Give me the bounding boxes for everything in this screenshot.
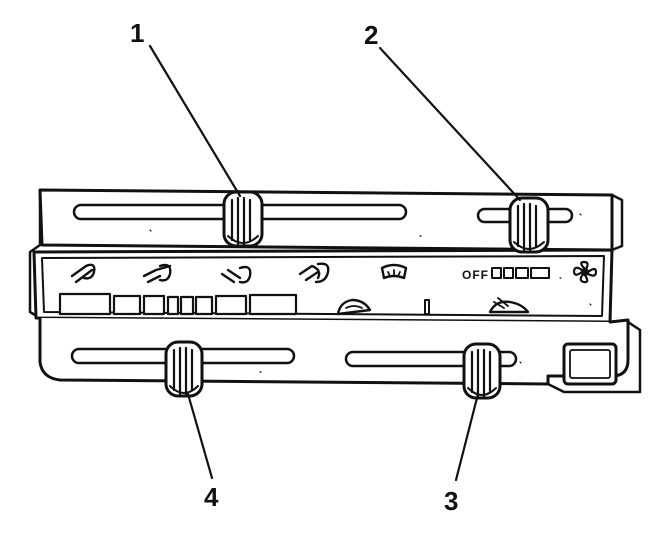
leader-line-1 [148,44,242,198]
callout-leader-lines [148,44,522,482]
slider-knob-3[interactable] [462,342,502,400]
vent-mode-icon [70,263,96,284]
floor-mode-icon [220,265,252,284]
slider-knob-4[interactable] [164,340,204,398]
temperature-scale-boxes [58,292,298,316]
fan-icon [572,260,598,284]
callout-1: 1 [130,18,144,48]
fan-off-label: OFF [462,268,489,282]
slider-knob-1[interactable] [222,190,264,248]
callout-4: 4 [204,482,219,512]
blend-mode-icon [298,262,330,284]
callout-3: 3 [444,486,458,516]
slider-divider-mark [424,299,430,315]
bi-level-mode-icon [142,263,172,284]
rear-defrost-button[interactable] [562,342,618,386]
fan-speed-blocks [491,267,550,279]
leader-line-3 [454,392,480,482]
recirculation-icon [336,298,372,316]
leader-line-2 [378,46,522,202]
slider-knob-2[interactable] [508,196,550,254]
defrost-mode-icon [380,263,408,280]
leader-line-4 [186,392,214,480]
outside-air-icon [488,297,530,314]
callout-2: 2 [364,20,378,50]
